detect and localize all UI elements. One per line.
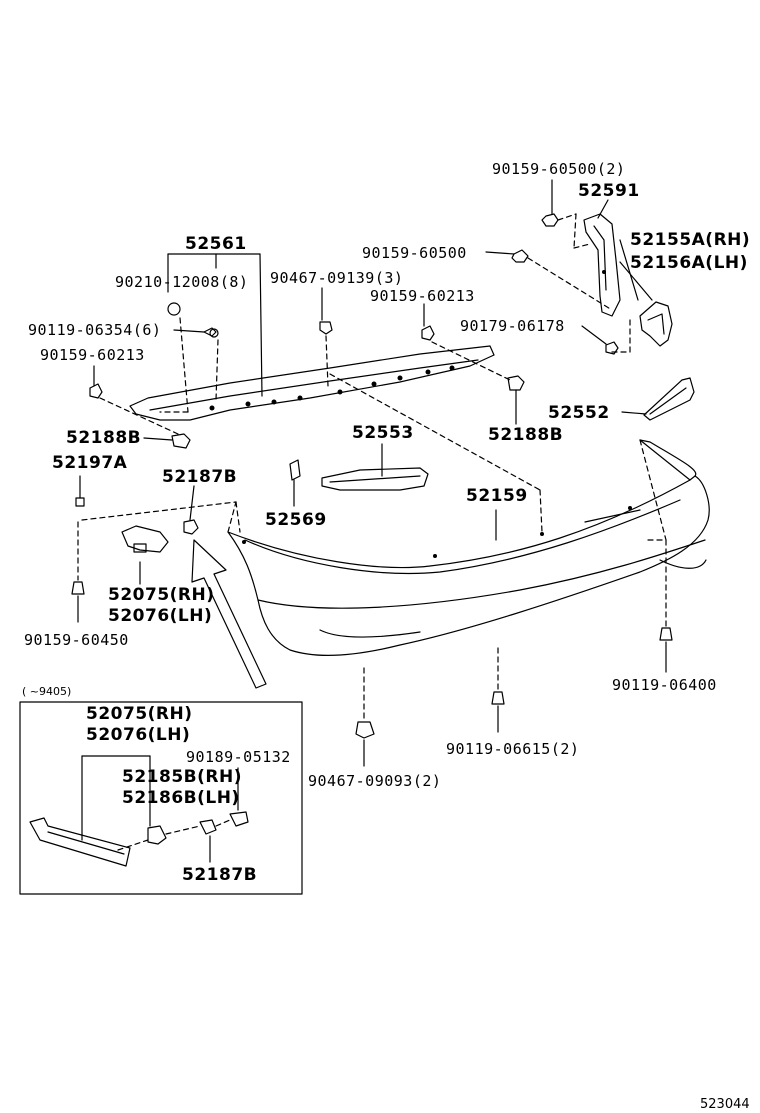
label-90119-06615: 90119-06615(2) <box>446 740 580 758</box>
inset-label-52185B: 52185B(RH) <box>122 767 242 787</box>
leader-lines <box>77 179 667 767</box>
label-90159-60213-b: 90159-60213 <box>40 346 145 364</box>
label-52159: 52159 <box>466 486 528 506</box>
label-90210-12008: 90210-12008(8) <box>115 273 249 291</box>
inset-box <box>19 701 303 895</box>
inset-label-90189-05132: 90189-05132 <box>186 748 291 766</box>
side-retainer-52552 <box>643 377 695 421</box>
bracket-52155A <box>639 301 673 347</box>
label-52188B-left: 52188B <box>66 428 142 448</box>
label-52552: 52552 <box>548 403 610 423</box>
inset-label-52187B: 52187B <box>182 865 258 885</box>
inset-label-52186B: 52186B(LH) <box>122 788 240 808</box>
label-90119-06354: 90119-06354(6) <box>28 321 162 339</box>
label-52591: 52591 <box>578 181 640 201</box>
dashed-lines <box>77 213 667 721</box>
panel-52553 <box>321 467 429 491</box>
label-90179-06178: 90179-06178 <box>460 317 565 335</box>
label-90467-09093: 90467-09093(2) <box>308 772 442 790</box>
label-52156A: 52156A(LH) <box>630 253 748 273</box>
label-90159-60500-2: 90159-60500(2) <box>492 160 626 178</box>
bracket-52591 <box>583 213 621 317</box>
label-52188B-right: 52188B <box>488 425 564 445</box>
label-52076: 52076(LH) <box>108 606 213 626</box>
inset-label-52075: 52075(RH) <box>86 704 193 724</box>
label-52075: 52075(RH) <box>108 585 215 605</box>
diagram-number: 523044 <box>700 1097 750 1112</box>
inset-label-52076: 52076(LH) <box>86 725 191 745</box>
label-52197A: 52197A <box>52 453 128 473</box>
label-90159-60500: 90159-60500 <box>362 244 467 262</box>
inset-range: ( ~9405) <box>22 685 72 698</box>
plate-52569 <box>289 459 301 481</box>
label-90159-60450: 90159-60450 <box>24 631 129 649</box>
bumper-cover-52159 <box>227 439 710 657</box>
label-52561: 52561 <box>185 234 247 254</box>
label-52155A: 52155A(RH) <box>630 230 751 250</box>
fasteners <box>71 213 673 739</box>
label-90119-06400: 90119-06400 <box>612 676 717 694</box>
direction-arrow <box>191 539 267 689</box>
bracket-52075 <box>121 525 169 553</box>
label-52187B: 52187B <box>162 467 238 487</box>
label-90159-60213-a: 90159-60213 <box>370 287 475 305</box>
bumper-retainer-52561 <box>129 345 495 421</box>
label-52553: 52553 <box>352 423 414 443</box>
label-52569: 52569 <box>265 510 327 530</box>
label-90467-09139: 90467-09139(3) <box>270 269 404 287</box>
